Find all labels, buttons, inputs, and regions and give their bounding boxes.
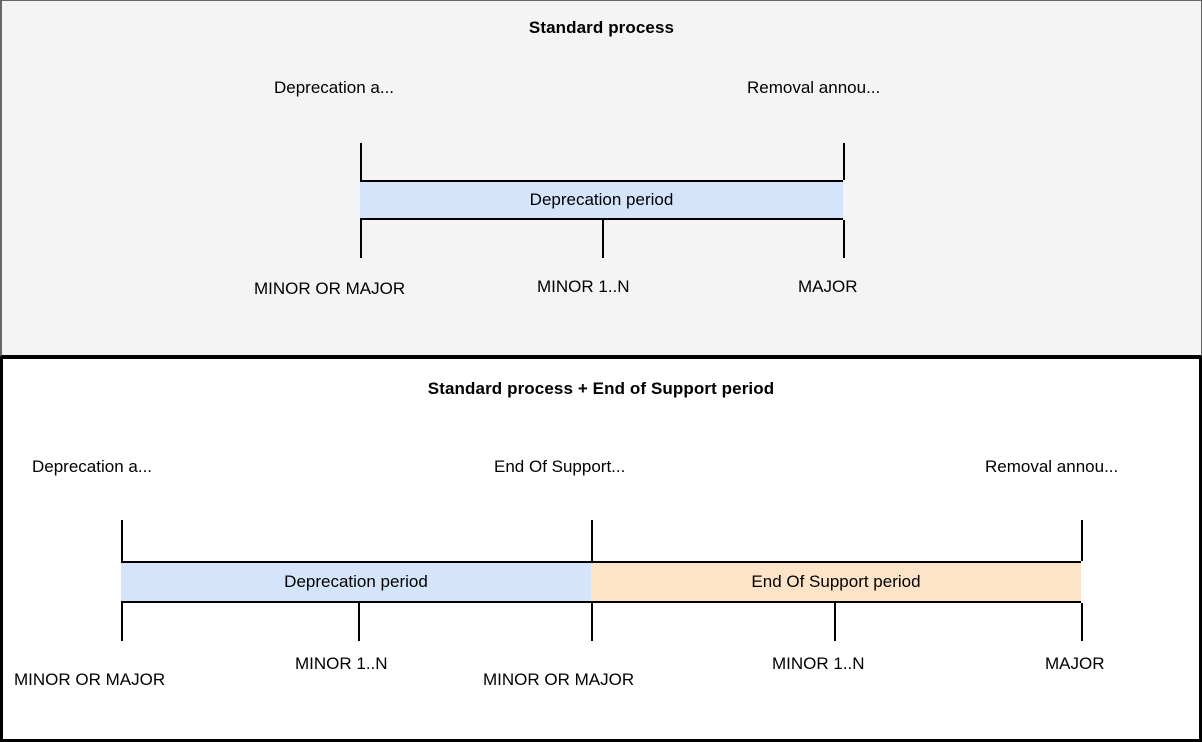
bar-deprecation-period: Deprecation period xyxy=(360,180,843,220)
bar-deprecation-period-bottom: Deprecation period xyxy=(121,561,591,603)
tick-mark-major xyxy=(843,220,845,258)
tick-mark-start-upper-bottom xyxy=(121,520,123,561)
tick-mark-eos-upper xyxy=(591,520,593,561)
tick-mark-minor-1n xyxy=(602,220,604,258)
event-label-removal-announcement-top: Removal annou... xyxy=(747,78,881,97)
panel-standard-process: Standard process Deprecation a... Remova… xyxy=(0,0,1202,358)
axis-label-minor-or-major-2: MINOR OR MAJOR xyxy=(483,670,635,689)
axis-label-minor-or-major: MINOR OR MAJOR xyxy=(254,279,406,298)
event-label-deprecation-announcement-top: Deprecation a... xyxy=(274,78,395,97)
panel-standard-process-plus-end-of-support: Standard process + End of Support period… xyxy=(0,356,1202,742)
axis-label-major-bottom: MAJOR xyxy=(1045,654,1105,673)
axis-label-minor-or-major-1: MINOR OR MAJOR xyxy=(14,670,166,689)
axis-label-minor-1n-1: MINOR 1..N xyxy=(295,654,388,673)
event-label-end-of-support-announcement: End Of Support... xyxy=(494,457,626,476)
bar-end-of-support-period-label: End Of Support period xyxy=(751,572,921,591)
axis-label-minor-1n-2: MINOR 1..N xyxy=(772,654,865,673)
tick-mark-minor-1n-1 xyxy=(358,603,360,641)
axis-label-major: MAJOR xyxy=(798,277,858,296)
event-label-removal-announcement-bottom: Removal annou... xyxy=(985,457,1119,476)
event-label-deprecation-announcement-bottom: Deprecation a... xyxy=(32,457,153,476)
tick-mark-minor-or-major-2 xyxy=(591,603,593,641)
tick-mark-end-upper-bottom xyxy=(1081,520,1083,561)
bar-end-of-support-period: End Of Support period xyxy=(591,561,1081,603)
axis-label-minor-1n: MINOR 1..N xyxy=(537,277,630,296)
tick-mark-minor-or-major-1 xyxy=(121,603,123,641)
tick-mark-end-upper xyxy=(843,143,845,180)
tick-mark-major-bottom xyxy=(1081,603,1083,641)
panel-standard-process-title: Standard process xyxy=(528,18,675,37)
panel-eos-title: Standard process + End of Support period xyxy=(427,379,775,398)
tick-mark-start-upper xyxy=(360,143,362,180)
bar-deprecation-period-bottom-label: Deprecation period xyxy=(284,572,428,591)
bar-deprecation-period-label: Deprecation period xyxy=(529,190,674,209)
tick-mark-minor-or-major xyxy=(360,220,362,258)
tick-mark-minor-1n-2 xyxy=(834,603,836,641)
